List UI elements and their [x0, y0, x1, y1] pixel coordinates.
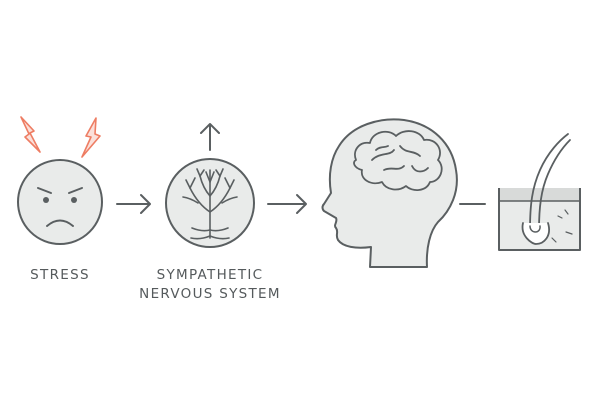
arrow-up-icon [200, 123, 220, 151]
brain-head-icon [321, 118, 458, 268]
brain-icon [353, 130, 443, 191]
lightning-bolt-right-icon [81, 117, 101, 158]
stress-label: STRESS [10, 266, 110, 285]
lightning-bolt-left-icon [20, 116, 41, 153]
sympathetic-step [165, 123, 255, 248]
stress-step [17, 116, 103, 245]
sympathetic-label-line-1: SYMPATHETIC [156, 267, 264, 283]
hair-follicle-icon [498, 133, 581, 251]
arrow-right-icon [116, 194, 151, 214]
arrow-right-icon [267, 194, 307, 214]
angry-face-icon [17, 159, 103, 245]
nerve-tree-icon [165, 158, 255, 248]
sympathetic-label-line-2: NERVOUS SYSTEM [139, 286, 281, 302]
stress-label-line: STRESS [30, 267, 90, 283]
sympathetic-nervous-system-label: SYMPATHETIC NERVOUS SYSTEM [130, 266, 290, 304]
